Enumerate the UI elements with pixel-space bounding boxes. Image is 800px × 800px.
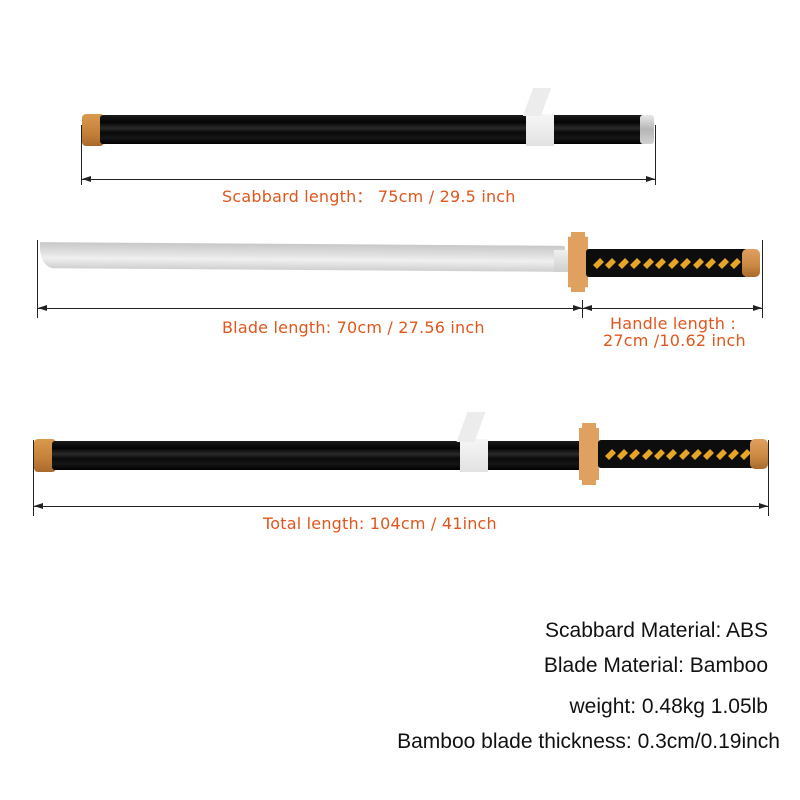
wrap-diamond-icon [641,448,653,460]
arrow-left-icon [82,176,91,182]
tsuba-guard [568,232,588,292]
scabbard-tape [460,439,488,472]
scabbard-tape [526,114,554,146]
scabbard-body [100,115,645,144]
dimension-tick [33,440,34,516]
arrow-right-icon [753,305,762,311]
blade [40,242,565,272]
wrap-diamond-icon [592,257,604,269]
scabbard-end-cap [82,114,104,146]
wrap-diamond-icon [690,448,702,460]
blade-length-label: Blade length: 70cm / 27.56 inch [222,318,485,337]
dimension-tick [37,240,38,318]
wrap-diamond-icon [667,257,679,269]
wrap-diamond-icon [727,448,739,460]
handle-wrap [586,249,748,277]
scabbard-ribbon [522,88,552,116]
scabbard-end-cap [34,439,56,472]
scabbard-body [52,441,587,470]
wrap-diamond-icon [642,257,654,269]
wrap-diamond-icon [630,257,642,269]
blade-dimension-line [38,308,582,309]
wrap-diamond-icon [715,448,727,460]
scabbard-dimension-line [82,179,655,180]
handle-wrap [598,440,758,468]
wrap-diamond-icon [692,257,704,269]
scabbard-image [80,88,660,155]
total-dimension-line [34,506,768,507]
sword-image [36,232,766,294]
wrap-diamond-icon [705,257,717,269]
wrap-diamond-icon [703,448,715,460]
arrow-right-icon [573,305,582,311]
blade-material-spec: Blade Material: Bamboo [543,654,768,677]
pommel-cap [750,439,768,469]
wrap-diamond-icon [655,257,667,269]
wrap-diamond-icon [605,257,617,269]
arrow-right-icon [646,176,655,182]
wrap-diamond-icon [629,448,641,460]
blade-thickness-spec: Bamboo blade thickness: 0.3cm/0.19inch [397,730,780,753]
wrap-diamond-icon [617,257,629,269]
wrap-diamond-icon [653,448,665,460]
arrow-left-icon [38,305,47,311]
wrap-diamond-icon [730,257,742,269]
handle-dimension-line [583,308,762,309]
wrap-diamond-icon [680,257,692,269]
scabbard-length-label: Scabbard length： 75cm / 29.5 inch [222,187,516,206]
scabbard-mouth-cap [640,115,654,144]
dimension-tick [762,240,763,318]
wrap-diamond-icon [717,257,729,269]
wrap-diamond-icon [604,448,616,460]
assembled-sword-image [32,408,772,488]
handle-length-label-line1: Handle length : [610,314,736,333]
wrap-diamond-icon [678,448,690,460]
scabbard-ribbon [456,412,486,442]
weight-spec: weight: 0.48kg 1.05lb [569,695,768,718]
dimension-tick [768,440,769,516]
arrow-left-icon [34,503,43,509]
wrap-diamond-icon [617,448,628,460]
pommel-cap [742,249,760,277]
tsuba-guard [579,423,599,485]
handle-length-label-line2: 27cm /10.62 inch [603,331,746,350]
total-length-label: Total length: 104cm / 41inch [263,514,497,533]
dimension-tick [582,300,583,318]
arrow-left-icon [583,305,592,311]
wrap-diamond-icon [666,448,678,460]
habaki [554,250,572,272]
arrow-right-icon [759,503,768,509]
scabbard-material-spec: Scabbard Material: ABS [545,619,768,642]
dimension-tick [81,125,82,185]
dimension-tick [655,125,656,185]
